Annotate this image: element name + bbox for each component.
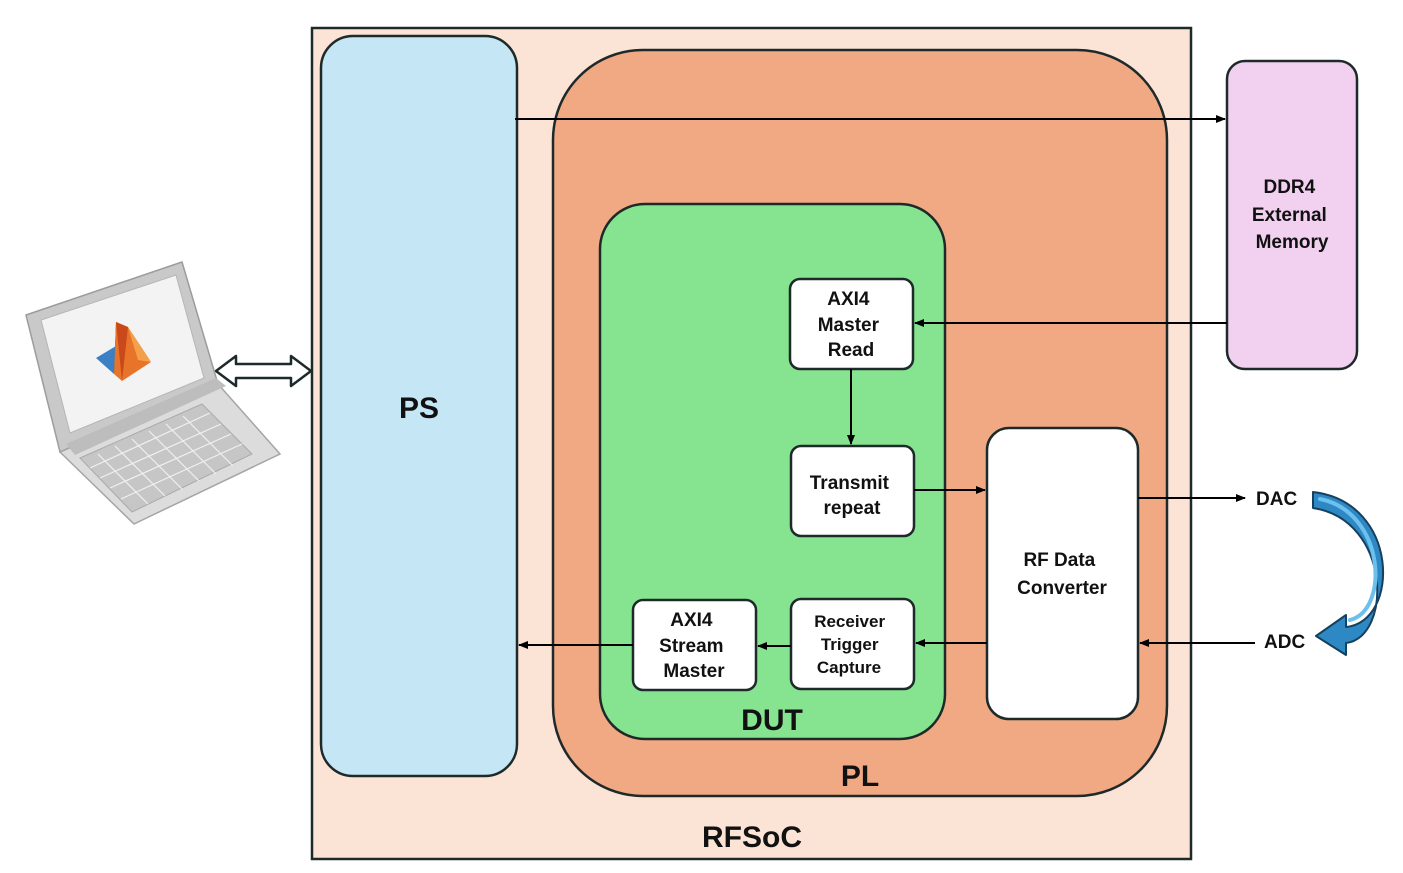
receiver-trigger-capture-label: Receiver Trigger Capture [814,612,890,677]
adc-label: ADC [1264,632,1305,653]
dut-label: DUT [741,704,803,737]
dac-label: DAC [1256,489,1297,510]
axi4-stream-master-label: AXI4 Stream Master [659,610,729,682]
ps-label: PS [399,392,439,425]
curved-loopback-arrow-icon [1312,491,1384,656]
rf-data-converter-block [985,426,1140,721]
rf-data-converter-label: RF Data Converter [1017,550,1107,599]
rfsoc-label: RFSoC [702,821,802,854]
ps-block [319,34,519,778]
transmit-repeat-label: Transmit repeat [810,473,894,519]
ddr4-memory-block [1225,59,1359,371]
pl-label: PL [841,760,879,793]
receiver-trigger-capture-block [789,597,916,691]
axi4-master-read-label: AXI4 Master Read [818,289,885,361]
laptop-matlab-icon [25,261,282,525]
ddr4-label: DDR4 External Memory [1252,177,1332,253]
bidirectional-arrow-icon [214,354,313,388]
